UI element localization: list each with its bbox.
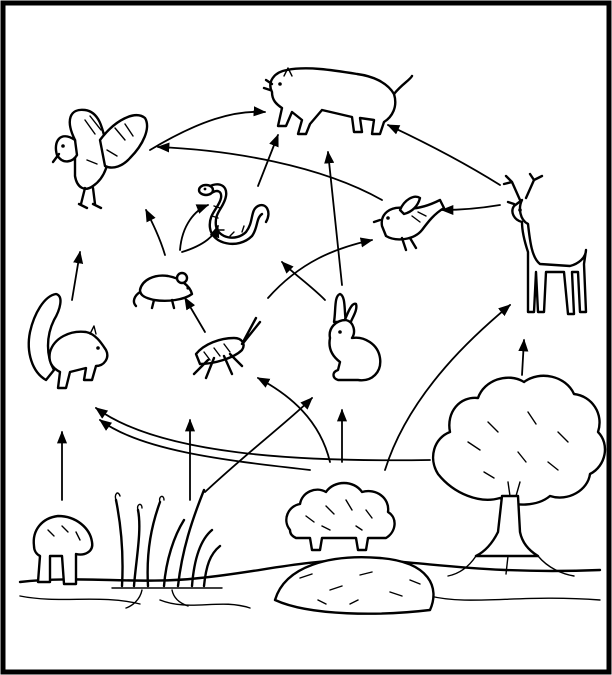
food-web-canvas	[0, 0, 612, 675]
food-web-diagram	[0, 0, 612, 675]
